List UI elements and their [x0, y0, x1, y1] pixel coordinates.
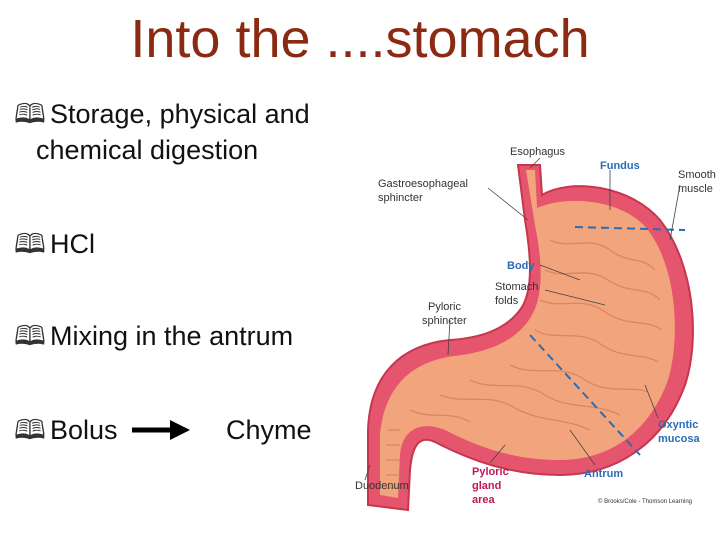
label-fundus: Fundus — [600, 160, 640, 172]
label-antrum: Antrum — [584, 468, 623, 480]
copyright-text: © Brooks/Cole - Thomson Learning — [598, 498, 692, 505]
slide-title: Into the ....stomach — [130, 9, 590, 69]
open-book-icon: 🕮 — [14, 415, 46, 445]
label-stomach-folds-2: folds — [495, 295, 519, 307]
label-body: Body — [507, 260, 535, 272]
open-book-icon: 🕮 — [14, 99, 46, 129]
chyme-text: Chyme — [226, 415, 312, 445]
label-gastroesophageal-2: sphincter — [378, 192, 423, 204]
right-arrow-icon — [132, 420, 190, 440]
open-book-icon: 🕮 — [14, 321, 46, 351]
label-pyloric-gland-3: area — [472, 494, 496, 506]
label-pyloric-gland-2: gland — [472, 480, 501, 492]
label-pyloric-sphincter-2: sphincter — [422, 315, 467, 327]
label-smooth-muscle-2: muscle — [678, 183, 713, 195]
stomach-diagram: Esophagus Fundus Smooth muscle Gastroeso… — [355, 146, 716, 512]
open-book-icon: 🕮 — [14, 229, 46, 259]
label-gastroesophageal-1: Gastroesophageal — [378, 178, 468, 190]
label-oxyntic-mucosa-2: mucosa — [658, 433, 700, 445]
bullet-storage-line2: chemical digestion — [36, 135, 259, 165]
bullet-mixing-text: Mixing in the antrum — [50, 321, 294, 351]
label-oxyntic-mucosa-1: Oxyntic — [658, 419, 698, 431]
label-pyloric-sphincter-1: Pyloric — [428, 301, 462, 313]
bullet-hcl: 🕮HCl — [14, 226, 95, 262]
stomach-folds-texture — [386, 239, 663, 489]
bullet-bolus-text: Bolus — [50, 415, 118, 445]
bullet-hcl-text: HCl — [50, 229, 95, 259]
bullet-bolus: 🕮Bolus — [14, 412, 118, 448]
label-smooth-muscle-1: Smooth — [678, 169, 716, 181]
bullet-mixing: 🕮Mixing in the antrum — [14, 318, 293, 354]
bullet-storage: 🕮Storage, physical and chemical digestio… — [14, 96, 374, 168]
fundus-body-boundary — [574, 226, 686, 231]
bullet-storage-line1: Storage, physical and — [50, 99, 310, 129]
body-antrum-boundary — [529, 334, 641, 456]
label-stomach-folds-1: Stomach — [495, 281, 538, 293]
label-esophagus: Esophagus — [510, 146, 566, 158]
label-pyloric-gland-1: Pyloric — [472, 466, 509, 478]
label-duodenum: Duodenum — [355, 480, 409, 492]
